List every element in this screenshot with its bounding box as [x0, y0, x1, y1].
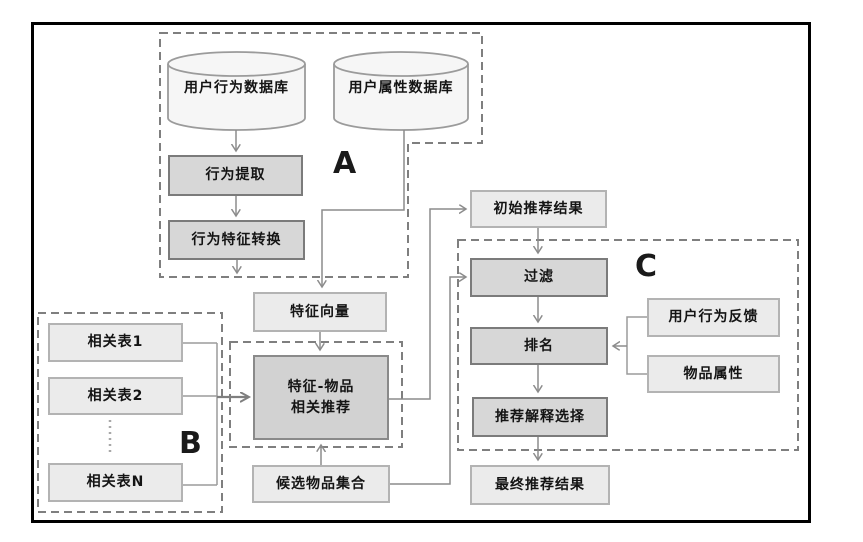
node-label: 候选物品集合: [276, 475, 366, 492]
node-user-behavior-feedback: 用户行为反馈: [647, 298, 780, 337]
region-c-outline: [457, 239, 799, 451]
edge-attributedb-to-featurevector: [322, 130, 405, 287]
node-label: 用户属性数据库: [348, 80, 454, 96]
region-label-c: C: [635, 249, 658, 284]
node-label-line1: 特征-物品: [287, 379, 355, 396]
node-label: 初始推荐结果: [493, 200, 584, 217]
node-explanation-selection: 推荐解释选择: [472, 397, 608, 437]
edge-feedback-attributes-bracket: [626, 316, 647, 375]
node-label: 过滤: [524, 269, 554, 286]
node-label: 特征向量: [290, 303, 350, 320]
node-user-behavior-db: 用户行为数据库: [168, 72, 305, 102]
node-ranking: 排名: [470, 327, 608, 365]
node-label: 相关表2: [87, 387, 144, 404]
node-label: 排名: [524, 337, 554, 354]
node-label-line2: 相关推荐: [291, 399, 351, 416]
edge-related-tables-bus: [183, 342, 218, 486]
node-related-table-1: 相关表1: [48, 323, 183, 362]
node-user-attribute-db: 用户属性数据库: [334, 72, 468, 102]
region-recommend-outline: [229, 341, 403, 448]
node-label: 用户行为反馈: [668, 309, 759, 326]
region-label-a: A: [333, 146, 357, 181]
node-label: 相关表1: [87, 334, 144, 351]
region-label-b: B: [179, 426, 202, 461]
node-behavior-feature-conversion: 行为特征转换: [168, 220, 305, 260]
node-related-table-n: 相关表N: [48, 463, 183, 502]
node-candidate-item-set: 候选物品集合: [252, 465, 390, 503]
edge-candidates-to-filter: [390, 277, 466, 485]
region-b-outline: [37, 312, 223, 513]
node-item-attributes: 物品属性: [647, 355, 780, 393]
node-label: 用户行为数据库: [184, 80, 289, 96]
node-behavior-extraction: 行为提取: [168, 155, 303, 196]
node-feature-vector: 特征向量: [253, 292, 387, 332]
node-related-table-2: 相关表2: [48, 377, 183, 415]
node-filter: 过滤: [470, 258, 608, 297]
node-feature-item-recommend: 特征-物品 相关推荐: [253, 355, 389, 440]
node-label: 相关表N: [86, 474, 145, 491]
node-label: 物品属性: [683, 365, 744, 382]
node-label: 最终推荐结果: [495, 476, 585, 493]
user-attribute-database-cylinder: [333, 51, 469, 131]
user-behavior-database-cylinder: [167, 51, 306, 131]
node-label: 行为特征转换: [191, 231, 282, 248]
node-label: 推荐解释选择: [495, 408, 585, 425]
node-label: 行为提取: [205, 167, 266, 184]
node-initial-recommendation-result: 初始推荐结果: [470, 190, 607, 228]
edge-recommend-to-initialresult: [389, 209, 466, 400]
node-final-recommendation-result: 最终推荐结果: [470, 465, 610, 505]
region-a-outline: [159, 32, 483, 278]
